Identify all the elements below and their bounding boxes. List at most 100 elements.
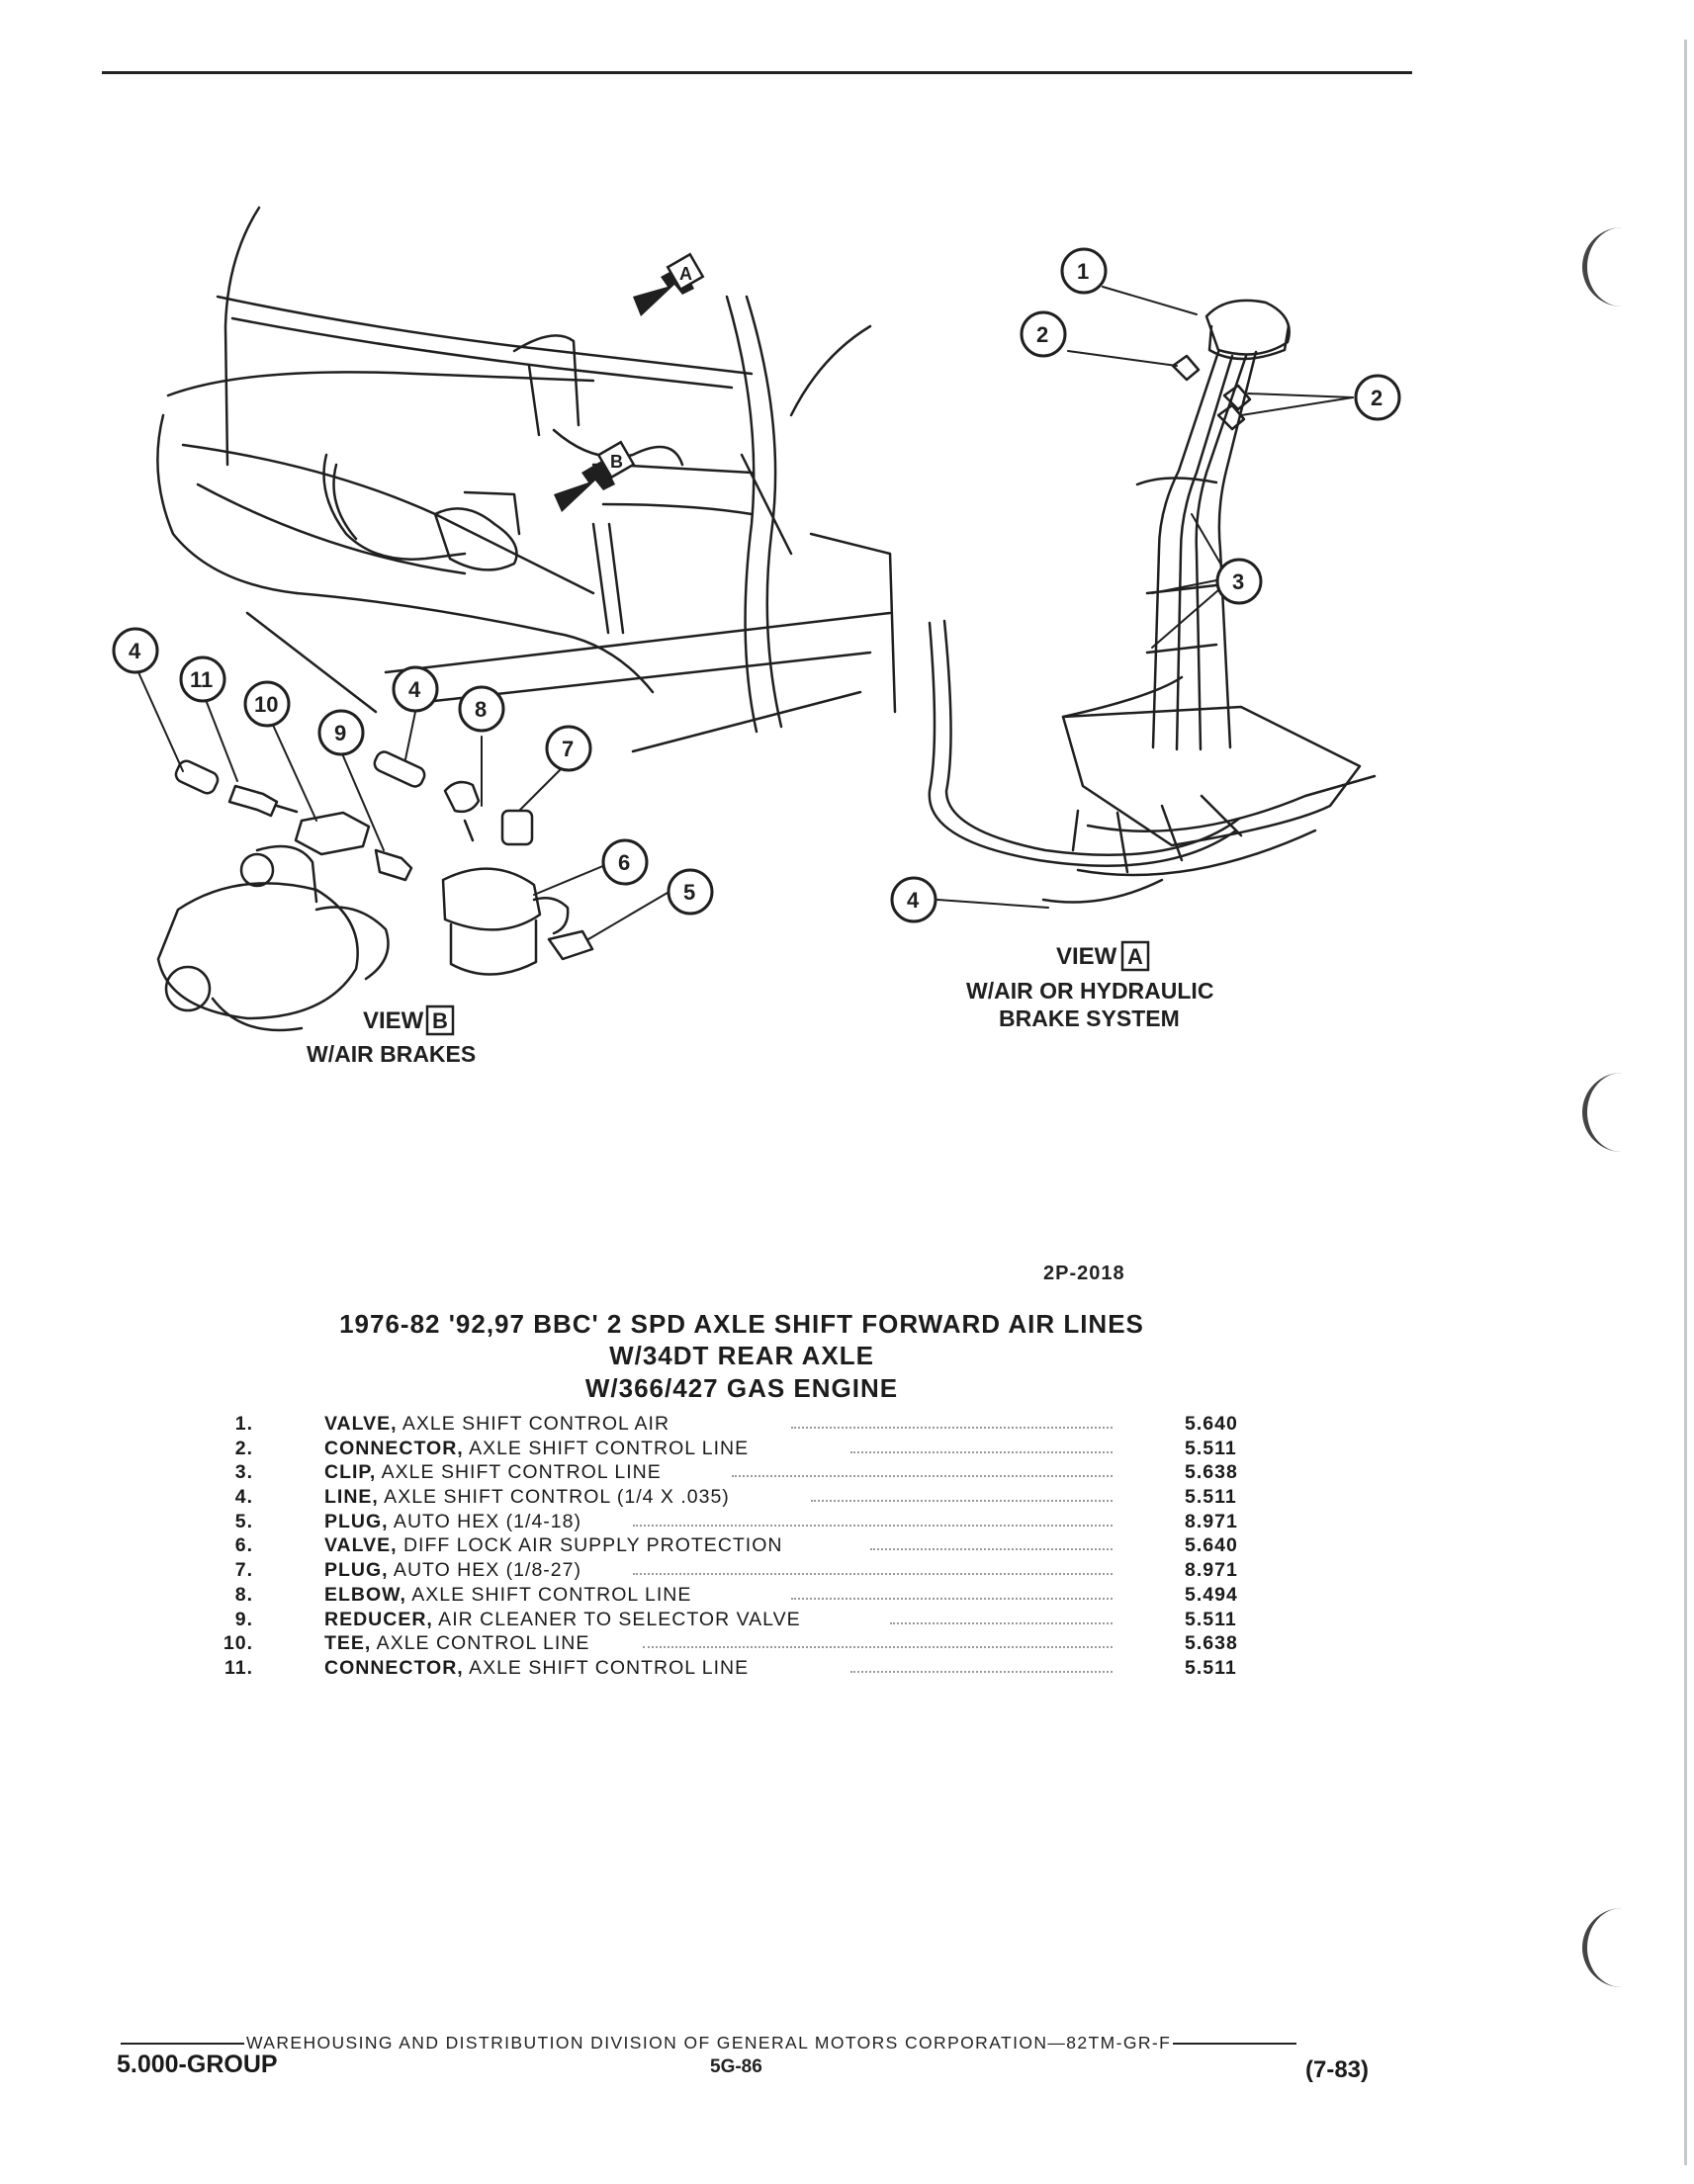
svg-text:6: 6 <box>618 850 630 875</box>
callout-2-left: 2 <box>1020 310 1067 358</box>
callout-4-mid: 4 <box>392 665 439 713</box>
truck-frame-drawing <box>156 206 897 753</box>
dot-leader <box>633 1524 1113 1527</box>
footer-division-text: WAREHOUSING AND DISTRIBUTION DIVISION OF… <box>246 2033 1172 2053</box>
parts-list-row: 1. VALVE, AXLE SHIFT CONTROL AIR 5.640 <box>218 1413 1266 1438</box>
part-number: 2. <box>234 1437 253 1459</box>
svg-text:9: 9 <box>334 721 346 745</box>
dot-leader <box>643 1646 1113 1649</box>
svg-text:11: 11 <box>190 667 213 692</box>
svg-text:W/AIR BRAKES: W/AIR BRAKES <box>307 1041 476 1067</box>
dot-leader <box>791 1597 1113 1600</box>
parts-list: 1. VALVE, AXLE SHIFT CONTROL AIR 5.640 2… <box>218 1413 1266 1682</box>
part-number: 1. <box>234 1413 253 1435</box>
callout-6: 6 <box>601 838 649 886</box>
group-reference: 5.511 <box>1185 1486 1237 1509</box>
binder-hole-mark <box>1582 227 1627 306</box>
view-a-leader-lines <box>936 286 1354 909</box>
parts-list-row: 11. CONNECTOR, AXLE SHIFT CONTROL LINE 5… <box>218 1657 1266 1682</box>
dot-leader <box>811 1500 1113 1503</box>
svg-text:2: 2 <box>1036 322 1048 347</box>
part-description: CONNECTOR, AXLE SHIFT CONTROL LINE <box>324 1656 750 1679</box>
view-a-pointer-arrow: A <box>633 252 705 316</box>
svg-text:2: 2 <box>1371 386 1382 410</box>
callout-3: 3 <box>1215 558 1263 605</box>
callout-8: 8 <box>458 685 505 733</box>
svg-text:4: 4 <box>408 677 421 702</box>
callout-10: 10 <box>243 680 291 728</box>
svg-text:3: 3 <box>1232 569 1244 594</box>
dot-leader <box>850 1450 1113 1453</box>
parts-list-row: 6. VALVE, DIFF LOCK AIR SUPPLY PROTECTIO… <box>218 1534 1266 1559</box>
svg-text:7: 7 <box>562 737 574 761</box>
part-description: PLUG, AUTO HEX (1/4-18) <box>324 1510 581 1532</box>
footer-page-number: 5G-86 <box>710 2056 762 2077</box>
footer-rule-right <box>1173 2043 1297 2046</box>
parts-list-row: 5. PLUG, AUTO HEX (1/4-18) 8.971 <box>218 1511 1266 1535</box>
part-description: VALVE, DIFF LOCK AIR SUPPLY PROTECTION <box>324 1534 783 1557</box>
part-number: 8. <box>234 1583 253 1606</box>
parts-list-row: 2. CONNECTOR, AXLE SHIFT CONTROL LINE 5.… <box>218 1438 1266 1462</box>
footer-date-code: (7-83) <box>1305 2056 1370 2083</box>
arrow-b-letter: B <box>610 452 623 472</box>
svg-text:5: 5 <box>683 880 695 905</box>
svg-text:BRAKE SYSTEM: BRAKE SYSTEM <box>999 1005 1180 1031</box>
part-number: 7. <box>234 1559 253 1582</box>
callout-9: 9 <box>317 709 365 756</box>
group-reference: 8.971 <box>1185 1510 1238 1532</box>
part-number: 3. <box>234 1461 253 1484</box>
view-b-pointer-arrow: B <box>554 440 636 512</box>
parts-list-row: 4. LINE, AXLE SHIFT CONTROL (1/4 X .035)… <box>218 1486 1266 1511</box>
section-title-line-2: W/34DT REAR AXLE <box>609 1341 874 1370</box>
dot-leader <box>850 1670 1113 1673</box>
part-description: VALVE, AXLE SHIFT CONTROL AIR <box>324 1413 670 1435</box>
part-description: ELBOW, AXLE SHIFT CONTROL LINE <box>324 1583 692 1606</box>
group-reference: 5.638 <box>1185 1461 1238 1484</box>
group-reference: 5.638 <box>1185 1632 1238 1655</box>
svg-text:VIEW: VIEW <box>363 1007 424 1034</box>
group-reference: 5.511 <box>1185 1656 1237 1679</box>
exploded-parts-illustration: A B 4 <box>112 206 1401 1067</box>
svg-text:4: 4 <box>907 888 920 913</box>
group-reference: 5.511 <box>1185 1437 1237 1459</box>
part-description: CLIP, AXLE SHIFT CONTROL LINE <box>324 1461 662 1484</box>
part-number: 11. <box>223 1656 253 1679</box>
binder-hole-mark <box>1582 1073 1627 1152</box>
view-a-label: VIEW A W/AIR OR HYDRAULIC BRAKE SYSTEM <box>966 940 1213 1031</box>
top-rule <box>102 71 1412 74</box>
group-reference: 8.971 <box>1185 1559 1238 1582</box>
callout-4-left: 4 <box>112 627 159 674</box>
dot-leader <box>732 1475 1113 1478</box>
footer-rule-left <box>121 2043 244 2046</box>
figure-code: 2P-2018 <box>1043 1263 1125 1284</box>
section-title-line-3: W/366/427 GAS ENGINE <box>584 1373 899 1403</box>
svg-text:A: A <box>1127 944 1143 969</box>
callout-11: 11 <box>179 655 226 703</box>
dot-leader <box>870 1548 1113 1551</box>
part-number: 5. <box>234 1510 253 1532</box>
svg-text:4: 4 <box>129 639 141 663</box>
view-a-callouts: 1 2 2 3 4 <box>890 247 1401 923</box>
part-number: 9. <box>234 1608 253 1630</box>
parts-list-row: 9. REDUCER, AIR CLEANER TO SELECTOR VALV… <box>218 1609 1266 1633</box>
part-description: REDUCER, AIR CLEANER TO SELECTOR VALVE <box>324 1608 801 1630</box>
svg-text:10: 10 <box>254 692 278 717</box>
callout-2-right: 2 <box>1354 374 1401 421</box>
group-reference: 5.640 <box>1185 1534 1238 1557</box>
view-b-exploded-parts <box>156 750 594 1032</box>
dot-leader <box>791 1427 1113 1429</box>
parts-list-row: 3. CLIP, AXLE SHIFT CONTROL LINE 5.638 <box>218 1461 1266 1486</box>
dot-leader <box>890 1621 1113 1624</box>
parts-list-row: 7. PLUG, AUTO HEX (1/8-27) 8.971 <box>218 1559 1266 1584</box>
page-edge-shadow <box>1684 40 1687 2165</box>
section-title-line-1: 1976-82 '92,97 BBC' 2 SPD AXLE SHIFT FOR… <box>339 1309 1144 1339</box>
binder-hole-mark <box>1582 1908 1627 1987</box>
callout-7: 7 <box>545 725 592 772</box>
svg-text:W/AIR OR HYDRAULIC: W/AIR OR HYDRAULIC <box>966 978 1213 1004</box>
callout-5: 5 <box>667 868 714 916</box>
view-a-drawing <box>928 299 1377 904</box>
parts-list-row: 8. ELBOW, AXLE SHIFT CONTROL LINE 5.494 <box>218 1584 1266 1609</box>
svg-text:B: B <box>432 1008 448 1033</box>
callout-1: 1 <box>1060 247 1108 295</box>
view-b-leader-lines <box>137 671 673 940</box>
